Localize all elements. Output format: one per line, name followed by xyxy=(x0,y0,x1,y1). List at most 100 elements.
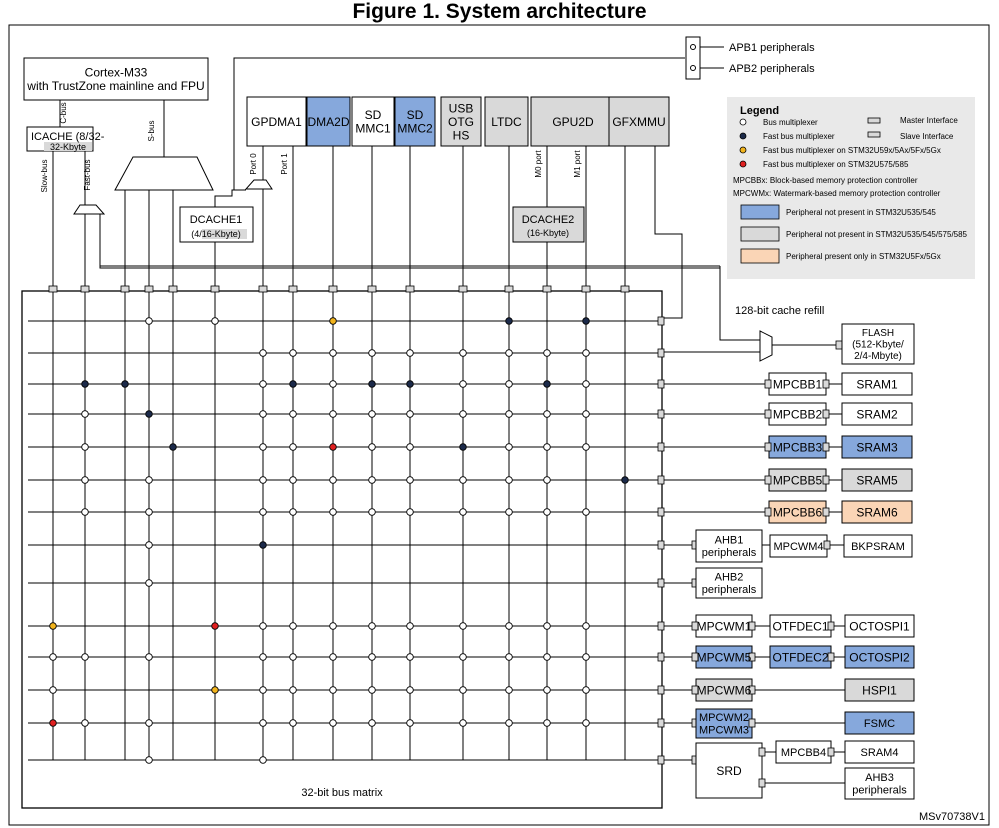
sram1-label: SRAM1 xyxy=(856,377,898,391)
fast-mux-dot xyxy=(289,380,297,388)
bus-mux-dot xyxy=(459,653,467,661)
apb1-port xyxy=(690,44,696,50)
sdmmc1-label: SD xyxy=(365,108,382,122)
master-interface-connector xyxy=(168,285,178,293)
cortex-m33-label: Cortex-M33 xyxy=(85,66,148,80)
slave-interface-connector xyxy=(657,652,665,662)
fast-mux-dot xyxy=(621,476,629,484)
fast-mux-u59x-dot xyxy=(211,686,219,694)
fast-mux-dot xyxy=(259,541,267,549)
master-interface-connector xyxy=(288,285,298,293)
master-interface-connector xyxy=(210,285,220,293)
sdmmc2-label: MMC2 xyxy=(397,122,433,136)
bus-mux-dot xyxy=(145,317,153,325)
bus-mux-dot xyxy=(543,719,551,727)
bus-mux-dot xyxy=(368,686,376,694)
usb-otg-hs-box xyxy=(440,96,482,147)
fastbus-label: Fast-bus xyxy=(83,159,92,190)
legend-dot xyxy=(739,160,747,168)
bus-matrix-label: 32-bit bus matrix xyxy=(301,787,383,799)
bus-mux-dot xyxy=(505,443,513,451)
bus-mux-dot xyxy=(329,508,337,516)
mpcbb5-label: MPCBB5 xyxy=(773,473,823,487)
legend-dot xyxy=(739,146,747,154)
bus-mux-dot xyxy=(459,508,467,516)
bus-mux-dot xyxy=(368,443,376,451)
otfdec2-label: OTFDEC2 xyxy=(772,650,828,664)
bus-mux-dot xyxy=(81,443,89,451)
flash-label: FLASH xyxy=(862,328,894,339)
master-interface-connector xyxy=(258,285,268,293)
legend-dot xyxy=(739,118,747,126)
bus-mux-dot xyxy=(329,653,337,661)
bus-mux-dot xyxy=(505,653,513,661)
bus-mux-dot xyxy=(145,756,153,764)
bus-mux-dot xyxy=(582,653,590,661)
bus-mux-dot xyxy=(582,686,590,694)
bus-mux-dot xyxy=(289,410,297,418)
master-interface-connector xyxy=(458,285,468,293)
slowbus-label: Slow-bus xyxy=(40,160,49,193)
bus-mux-dot xyxy=(543,349,551,357)
bus-mux-dot xyxy=(406,508,414,516)
bus-mux-dot xyxy=(145,653,153,661)
interface-connector xyxy=(827,747,835,757)
usb-otg-hs-label: HS xyxy=(453,128,470,142)
octospi1-label: OCTOSPI1 xyxy=(849,619,910,633)
bus-mux-dot xyxy=(211,317,219,325)
bus-mux-dot xyxy=(459,686,467,694)
sbus-label: S-bus xyxy=(147,121,156,142)
figure-reference: MSv70738V1 xyxy=(919,811,985,823)
bus-mux-dot xyxy=(505,719,513,727)
legend-swatch xyxy=(740,204,780,220)
dcache1-label: DCACHE1 xyxy=(190,214,243,226)
bus-mux-dot xyxy=(259,443,267,451)
bus-mux-dot xyxy=(406,653,414,661)
bus-mux-dot xyxy=(459,476,467,484)
bus-mux-dot xyxy=(145,508,153,516)
bus-mux-dot xyxy=(259,508,267,516)
bus-mux-dot xyxy=(145,476,153,484)
octospi2-box xyxy=(844,645,915,669)
legend-slave-interface xyxy=(867,131,881,138)
ahb1-peripherals-label: peripherals xyxy=(702,547,757,559)
bus-mux-dot xyxy=(145,579,153,587)
bus-mux-dot xyxy=(259,686,267,694)
interface-connector xyxy=(764,475,772,485)
bus-mux-dot xyxy=(368,622,376,630)
bus-mux-dot xyxy=(289,508,297,516)
interface-connector xyxy=(822,409,830,419)
apb2-port xyxy=(690,65,696,71)
legend-note: MPCBBx: Block-based memory protection co… xyxy=(733,176,918,185)
mpcwm5-label: MPCWM5 xyxy=(697,650,752,664)
bus-mux-dot xyxy=(49,686,57,694)
bus-mux-dot xyxy=(406,349,414,357)
interface-connector xyxy=(835,340,843,350)
interface-connector xyxy=(764,442,772,452)
fast-mux-dot xyxy=(582,317,590,325)
ahb2-peripherals-label: peripherals xyxy=(702,584,757,596)
bus-mux-dot xyxy=(329,719,337,727)
master-interface-connector xyxy=(120,285,130,293)
bus-line xyxy=(719,266,760,341)
sram3-box xyxy=(841,435,913,459)
bus-mux-dot xyxy=(543,476,551,484)
interface-connector xyxy=(748,652,756,662)
ahb2-peripherals-box xyxy=(695,567,763,599)
cortex-m33-label: with TrustZone mainline and FPU xyxy=(26,79,204,93)
sram1-box xyxy=(841,372,913,396)
fast-mux-dot xyxy=(368,380,376,388)
figure-title: Figure 1. System architecture xyxy=(352,0,647,23)
cbus-label: C-bus xyxy=(59,102,68,123)
bus-mux-dot xyxy=(406,410,414,418)
apb-bridge-box xyxy=(685,36,701,80)
master-interface-connector xyxy=(328,285,338,293)
gfxmmu-box xyxy=(608,96,670,147)
octospi1-box xyxy=(844,614,915,638)
interface-connector xyxy=(691,652,699,662)
ahb3-peripherals-label: peripherals xyxy=(852,785,907,797)
bus-mux-dot xyxy=(368,653,376,661)
sram6-box xyxy=(841,500,913,524)
slave-interface-connector xyxy=(657,475,665,485)
